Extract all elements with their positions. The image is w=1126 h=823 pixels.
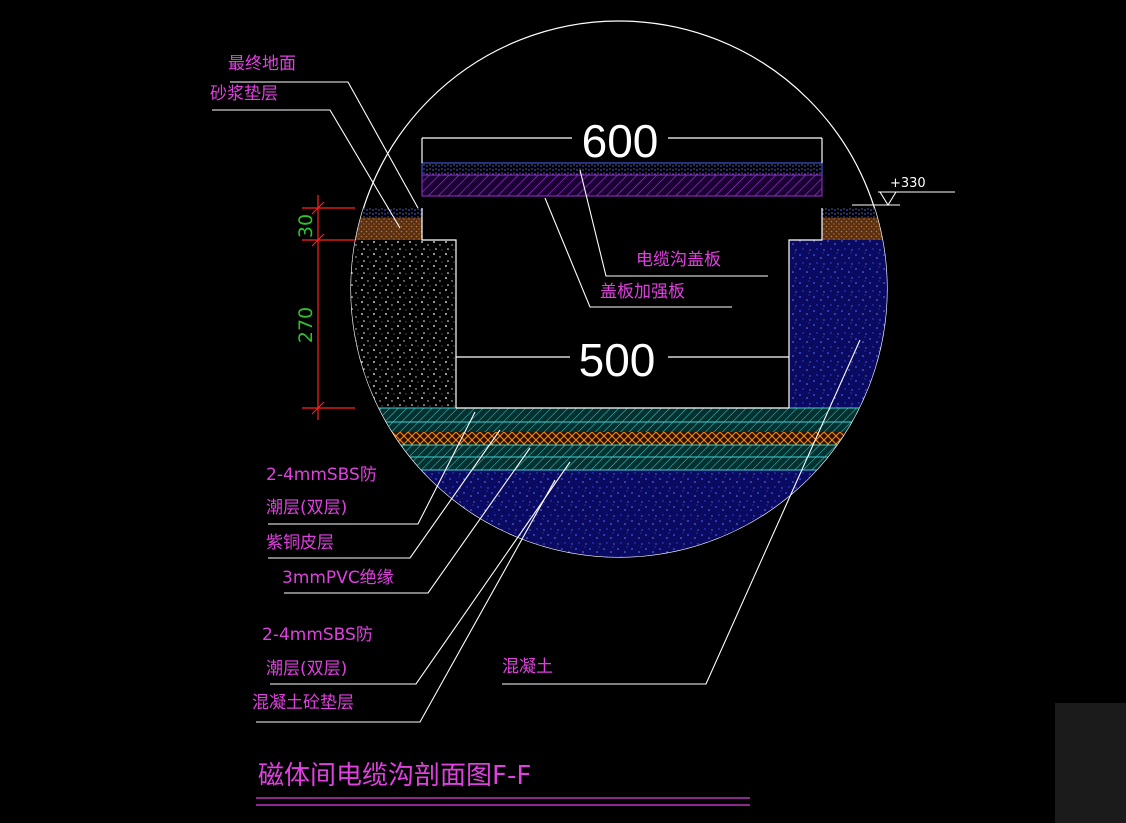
title-underline — [256, 797, 750, 806]
mortar-right — [822, 218, 887, 240]
dim-270-text: 270 — [295, 307, 317, 343]
dim-500-text: 500 — [579, 334, 656, 386]
label-final-ground: 最终地面 — [228, 54, 296, 74]
bottom-concrete — [351, 470, 887, 557]
leader-lines — [212, 81, 861, 723]
finish-left — [351, 208, 422, 218]
label-sbs2-line2: 潮层(双层) — [266, 659, 347, 679]
elevation-marker — [852, 191, 955, 207]
elevation-text: +330 — [890, 176, 926, 191]
cover-reinforce — [421, 174, 823, 197]
corner-panel — [1055, 703, 1126, 823]
dim-600 — [421, 137, 823, 163]
dim-600-text: 600 — [582, 115, 659, 167]
label-sbs1-line2: 潮层(双层) — [266, 498, 347, 518]
label-cushion: 混凝土砼垫层 — [252, 693, 354, 713]
label-copper: 紫铜皮层 — [266, 533, 334, 553]
layer-pvc — [351, 445, 887, 457]
left-wall — [351, 240, 456, 408]
layer-copper — [351, 422, 887, 432]
layer-lines — [351, 407, 887, 471]
label-cover-reinforce: 盖板加强板 — [600, 282, 685, 302]
label-cover-plate: 电缆沟盖板 — [636, 250, 721, 270]
layer-sbs-top — [351, 408, 887, 422]
label-sbs2-line1: 2-4mmSBS防 — [262, 625, 373, 645]
label-concrete: 混凝土 — [502, 657, 553, 677]
right-wall — [789, 240, 887, 408]
finish-right — [822, 208, 887, 218]
layer-sbs-bottom — [351, 457, 887, 470]
label-sbs1-line1: 2-4mmSBS防 — [266, 465, 377, 485]
section-body — [351, 208, 887, 557]
mortar-left — [351, 218, 422, 240]
trench-outline — [421, 208, 823, 409]
label-mortar-bed: 砂浆垫层 — [210, 84, 278, 104]
drawing-title: 磁体间电缆沟剖面图F-F — [258, 761, 531, 791]
dim-30-text: 30 — [295, 214, 317, 238]
dim-vertical — [302, 195, 355, 420]
layer-orange — [351, 432, 887, 445]
label-pvc: 3mmPVC绝缘 — [282, 568, 394, 588]
